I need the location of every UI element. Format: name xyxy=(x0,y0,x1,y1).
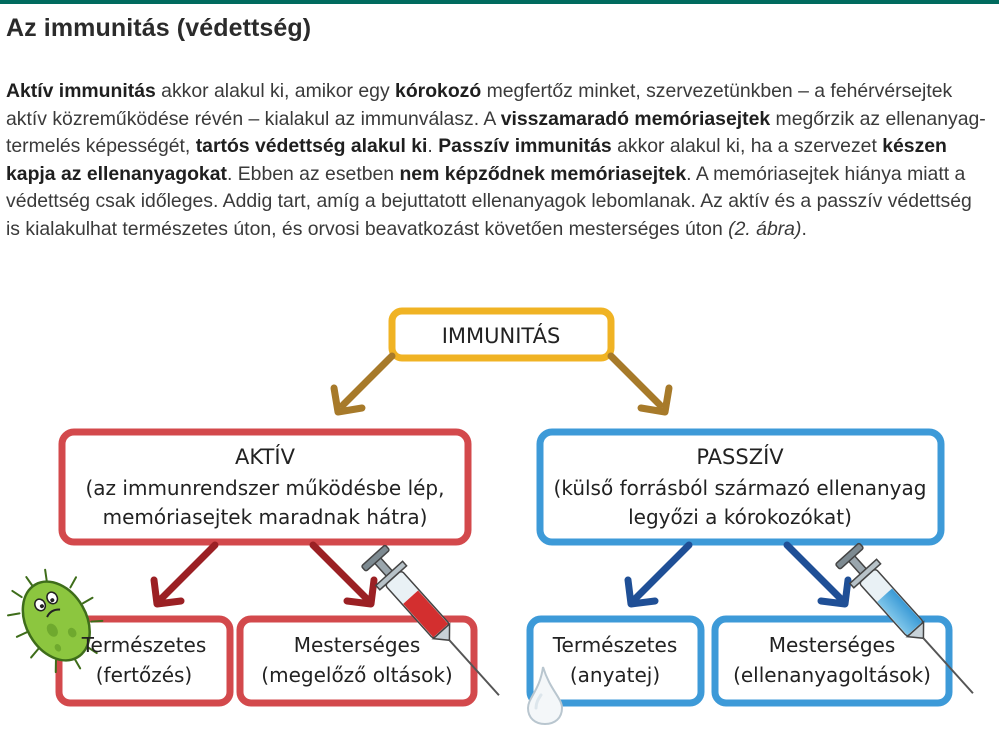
passive-natural-line2: (anyatej) xyxy=(570,663,660,687)
bold-phrase: visszamaradó memóriasejtek xyxy=(500,107,771,130)
text-run: akkor alakul ki, ha a szervezet xyxy=(611,135,883,157)
figure-reference: (2. ábra) xyxy=(728,217,802,240)
page-title: Az immunitás (védettség) xyxy=(6,14,312,42)
active-desc-line2: memóriasejtek maradnak hátra) xyxy=(103,505,428,529)
passive-box: PASSZÍV (külső forrásból származó ellena… xyxy=(536,428,945,546)
passive-artificial-line1: Mesterséges xyxy=(769,633,896,657)
bacteria-icon xyxy=(6,568,104,674)
passive-artificial-box xyxy=(711,615,953,707)
text-run: megőrzik az ellenanyag-termelés képesség… xyxy=(6,107,986,158)
syringe-red-icon xyxy=(361,544,500,696)
syringe-blue-icon xyxy=(835,542,974,694)
active-artificial-line1: Mesterséges xyxy=(294,633,421,657)
passive-desc-line2: legyőzi a kórokozókat) xyxy=(628,505,852,529)
passive-natural-box xyxy=(526,615,705,707)
passive-artificial-line2: (ellenanyagoltások) xyxy=(733,663,931,687)
active-desc-line1: (az immunrendszer működésbe lép, xyxy=(85,476,444,500)
bold-phrase: Aktív immunitás xyxy=(6,80,156,102)
passive-natural-line1: Természetes xyxy=(552,633,678,657)
passive-desc-line1: (külső forrásból származó ellenanyag xyxy=(554,476,927,500)
bold-phrase: kórokozó xyxy=(395,80,482,102)
milk-drop-icon xyxy=(526,666,564,726)
bold-phrase: tartós védettség alakul ki xyxy=(195,135,428,157)
active-box: AKTÍV (az immunrendszer működésbe lép, m… xyxy=(58,428,472,546)
active-title: AKTÍV xyxy=(235,444,296,469)
root-arrows xyxy=(330,352,673,416)
text-run: . Ebben az esetben xyxy=(226,162,400,185)
passive-arrows xyxy=(624,541,852,608)
passive-title: PASSZÍV xyxy=(696,444,784,469)
active-natural-line1: Természetes xyxy=(81,633,207,657)
text-run: . xyxy=(801,217,807,240)
bold-phrase: nem képződnek memóriasejtek xyxy=(399,162,687,185)
root-label: IMMUNITÁS xyxy=(442,323,561,348)
text-run: megfertőz minket, szervezetünkben – a fe… xyxy=(6,80,953,130)
bold-phrase: Passzív immunitás xyxy=(438,135,612,157)
text-run: akkor alakul ki, amikor egy xyxy=(155,80,396,102)
root-box: IMMUNITÁS xyxy=(388,307,615,362)
text-run: . xyxy=(427,135,439,157)
active-natural-box xyxy=(55,615,234,707)
active-natural-line2: (fertőzés) xyxy=(96,663,192,687)
active-artificial-box xyxy=(236,615,478,707)
intro-paragraph: Aktív immunitás akkor alakul ki, amikor … xyxy=(6,78,991,243)
immunity-diagram: IMMUNITÁS AKTÍV (az immunrendszer működé… xyxy=(6,307,974,726)
active-arrows xyxy=(150,541,378,608)
text-run: . A memóriasejtek hiánya miatt a védetts… xyxy=(6,162,972,240)
active-artificial-line2: (megelőző oltások) xyxy=(261,663,452,687)
top-accent-bar xyxy=(0,0,999,4)
bold-phrase: készen kapja az ellenanyagokat xyxy=(6,135,947,185)
